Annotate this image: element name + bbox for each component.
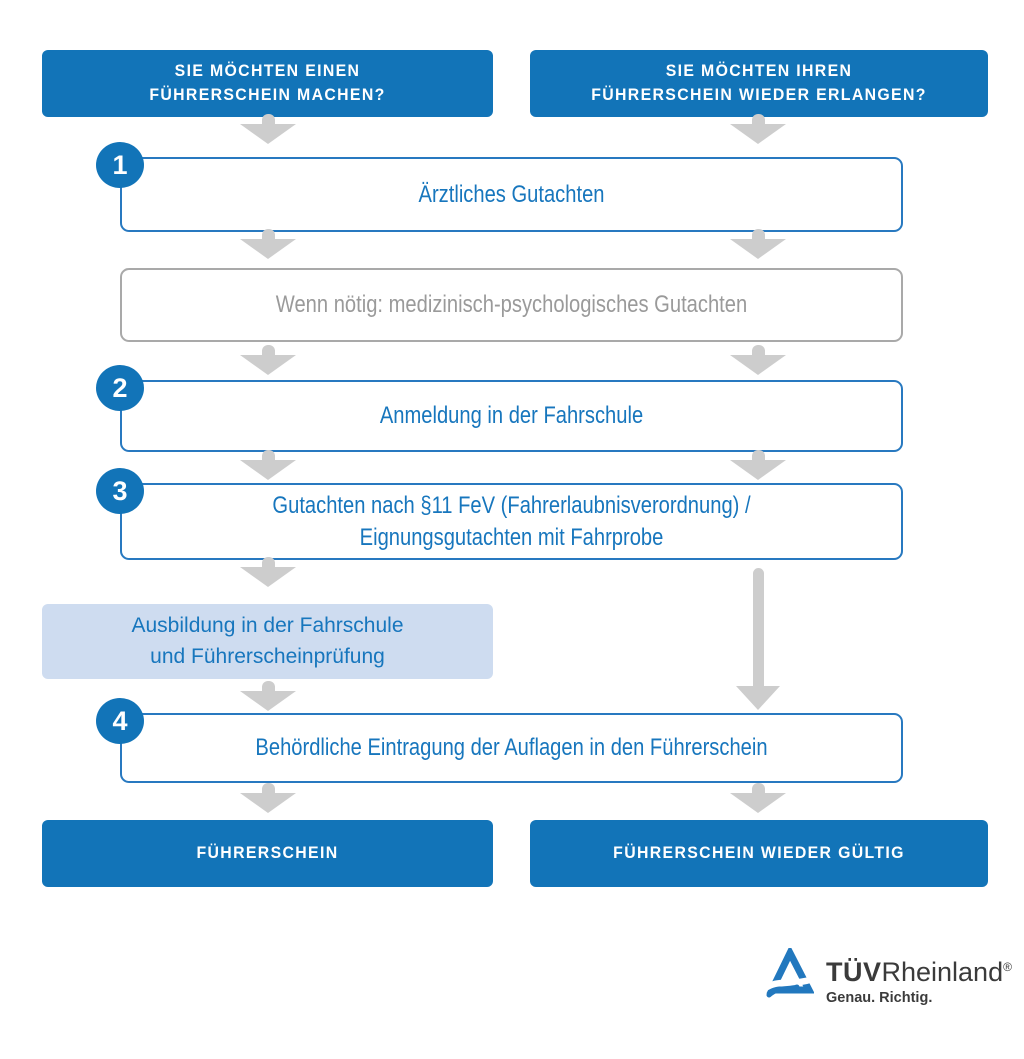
step-number: 3 [112,475,128,506]
question-box-new-license: SIE MÖCHTEN EINEN FÜHRERSCHEIN MACHEN? [42,50,493,117]
down-arrow-icon [730,450,786,480]
down-arrow-icon [240,450,296,480]
down-arrow-icon [240,783,296,813]
side-box-training-exam-label: Ausbildung in der Fahrschule und Führers… [131,614,404,668]
down-arrow-icon [730,345,786,375]
down-arrow-icon [240,229,296,259]
long-down-arrow-icon [736,568,780,710]
step-box-driving-school-registration-label: Anmeldung in der Fahrschule [379,402,644,430]
tuv-triangle-icon [761,945,818,1005]
step-number-badge: 1 [96,142,144,188]
question-box-regain-license: SIE MÖCHTEN IHREN FÜHRERSCHEIN WIEDER ER… [530,50,988,117]
question-box-regain-license-label: SIE MÖCHTEN IHREN FÜHRERSCHEIN WIEDER ER… [591,61,927,104]
logo-tuv: TÜV [826,957,882,987]
logo-rheinland: Rheinland [881,957,1004,987]
down-arrow-icon [240,114,296,144]
step-box-official-entry: Behördliche Eintragung der Auflagen in d… [120,713,903,783]
tuv-rheinland-logo: TÜVRheinland® Genau. Richtig. [761,945,1012,1007]
down-arrow-icon [730,114,786,144]
step-number: 2 [112,372,128,403]
logo-tagline: Genau. Richtig. [826,990,933,1007]
step-number: 1 [112,149,128,180]
logo-brand-text: TÜVRheinland® [826,958,1012,986]
step-box-fev-assessment: Gutachten nach §11 FeV (Fahrerlaubnisver… [120,483,903,560]
side-box-training-exam: Ausbildung in der Fahrschule und Führers… [42,604,493,679]
result-box-license-valid-again-label: FÜHRERSCHEIN WIEDER GÜLTIG [613,843,905,862]
step-box-official-entry-label: Behördliche Eintragung der Auflagen in d… [255,734,768,762]
step-box-medical-report-label: Ärztliches Gutachten [418,180,605,208]
step-number-badge: 3 [96,468,144,514]
result-box-license-label: FÜHRERSCHEIN [196,843,339,862]
down-arrow-icon [240,345,296,375]
step-box-driving-school-registration: Anmeldung in der Fahrschule [120,380,903,452]
step-box-fev-assessment-label: Gutachten nach §11 FeV (Fahrerlaubnisver… [272,491,751,551]
step-number: 4 [112,705,128,736]
step-box-medical-report: Ärztliches Gutachten [120,157,903,232]
down-arrow-icon [730,229,786,259]
down-arrow-icon [730,783,786,813]
optional-box-mpu: Wenn nötig: medizinisch-psychologisches … [120,268,903,342]
logo-words: TÜVRheinland® Genau. Richtig. [826,958,1012,1007]
step-number-badge: 2 [96,365,144,411]
step-number-badge: 4 [96,698,144,744]
question-box-new-license-label: SIE MÖCHTEN EINEN FÜHRERSCHEIN MACHEN? [149,61,386,104]
result-box-license: FÜHRERSCHEIN [42,820,493,887]
logo-registered-mark: ® [1003,960,1012,974]
down-arrow-icon [240,681,296,711]
down-arrow-icon [240,557,296,587]
optional-box-mpu-label: Wenn nötig: medizinisch-psychologisches … [275,291,748,319]
result-box-license-valid-again: FÜHRERSCHEIN WIEDER GÜLTIG [530,820,988,887]
